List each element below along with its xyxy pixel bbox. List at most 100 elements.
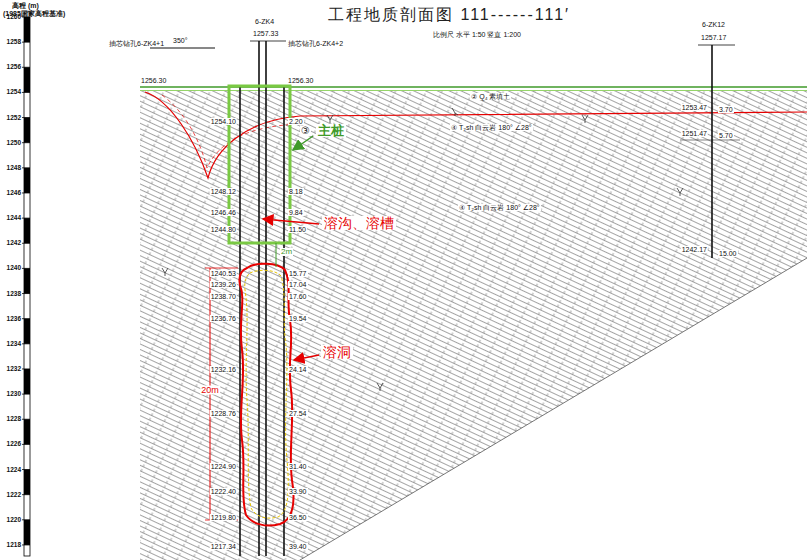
ruler-tick [22,192,30,193]
ruler-segment [24,17,30,42]
annotation: 27.54 [288,410,308,417]
elevation-tick: 1236 [7,316,21,323]
elevation-tick: 1258 [7,39,21,46]
annotation: 6-ZK4 [254,18,275,25]
pile-outline [229,86,290,243]
ruler-segment [24,168,30,193]
annotation: 39.40 [288,543,308,550]
top-line [698,45,735,46]
elevation-tick: 1242 [7,240,21,247]
annotation: 1254.10 [210,118,237,125]
ruler-tick [22,117,30,118]
ruler-tick [22,368,30,369]
annotation: 1251.47 [681,130,708,137]
annotation: 1232.16 [210,366,237,373]
annotation: 6-ZK12 [701,21,726,28]
elevation-tick: 1224 [7,467,21,474]
ruler-tick [22,67,30,68]
annotation: 36.50 [288,514,308,521]
elevation-tick: 1230 [7,391,21,398]
ruler-segment [24,268,30,293]
elevation-tick: 1256 [7,64,21,71]
dimension-label: 20m [200,386,220,395]
elevation-tick: 1232 [7,366,21,373]
elevation-ruler [22,12,30,556]
ruler-tick [22,218,30,219]
cave-inner [245,270,289,518]
elevation-tick: 1234 [7,341,21,348]
annotation: 1217.34 [210,543,237,550]
ruler-tick [22,469,30,470]
annotation: 1239.26 [210,281,237,288]
annotation: 8.18 [288,188,304,195]
elevation-tick: 1238 [7,291,21,298]
ruler-segment [24,470,30,495]
annotation: 1222.40 [210,488,237,495]
annotation: 33.90 [288,488,308,495]
annotation: 1256.30 [140,77,167,84]
annotation: 1242.17 [681,246,708,253]
callout-label: 溶沟、溶槽 [322,216,396,230]
top-line [250,41,286,42]
annotation: 9.84 [288,209,304,216]
annotation: 17.04 [288,281,308,288]
borehole [265,41,267,556]
elevation-tick: 1246 [7,190,21,197]
elevation-tick: 1220 [7,517,21,524]
elevation-tick: 1252 [7,115,21,122]
dimension-label: 2m [280,248,293,256]
elevation-tick: 1248 [7,165,21,172]
section-edge [300,258,807,560]
annotation: 1244.80 [210,226,237,233]
ruler-segment [24,118,30,143]
annotation: 1256.30 [287,77,314,84]
leader-arrow [294,355,319,360]
annotation: 17.60 [288,293,308,300]
elevation-tick: 1226 [7,441,21,448]
annotation: 5.70 [718,132,734,139]
diagram-title: 工程地质剖面图 111------111′ [328,7,570,23]
ruler-tick [22,167,30,168]
annotation: 1240.53 [210,270,237,277]
borehole [258,41,260,556]
ruler-tick [22,444,30,445]
layer-number: ③ [300,126,311,136]
annotation: 1248.12 [210,188,237,195]
annotation: 19.54 [288,315,308,322]
ruler-tick [22,494,30,495]
annotation: 比例尺 水平 1:50 竖直 1:200 [432,31,522,38]
ruler-tick [22,544,30,545]
borehole [283,86,285,556]
direction-line [150,48,215,49]
ruler-tick [22,142,30,143]
annotation: 1246.46 [210,209,237,216]
cave-outline [239,264,293,526]
annotation: 1224.90 [210,463,237,470]
annotation: ④ T₂sh 白云岩 180° ∠28° [458,204,541,211]
layer-line [680,140,740,141]
dimension-tick [205,268,238,269]
ruler-segment [24,218,30,243]
elevation-tick: 1244 [7,215,21,222]
ruler-tick [22,419,30,420]
ruler-segment [24,319,30,344]
annotation: 24.14 [288,366,308,373]
elevation-tick: 1218 [7,542,21,549]
karst-boundary-inner [162,95,300,168]
ruler-tick [22,268,30,269]
ruler-tick [22,42,30,43]
annotation: 15.00 [718,250,738,257]
ruler-tick [22,243,30,244]
elevation-tick: 1260 [7,14,21,21]
annotation: 350° [172,37,188,44]
annotation: 1238.70 [210,293,237,300]
annotation: 1236.76 [210,315,237,322]
borehole [711,45,713,258]
elevation-tick: 1222 [7,492,21,499]
ruler-tick [22,92,30,93]
dimension-line [276,243,277,267]
annotation: ④ T₂sh 白云岩 180° ∠28° [450,124,533,131]
annotation: 31.40 [288,463,308,470]
